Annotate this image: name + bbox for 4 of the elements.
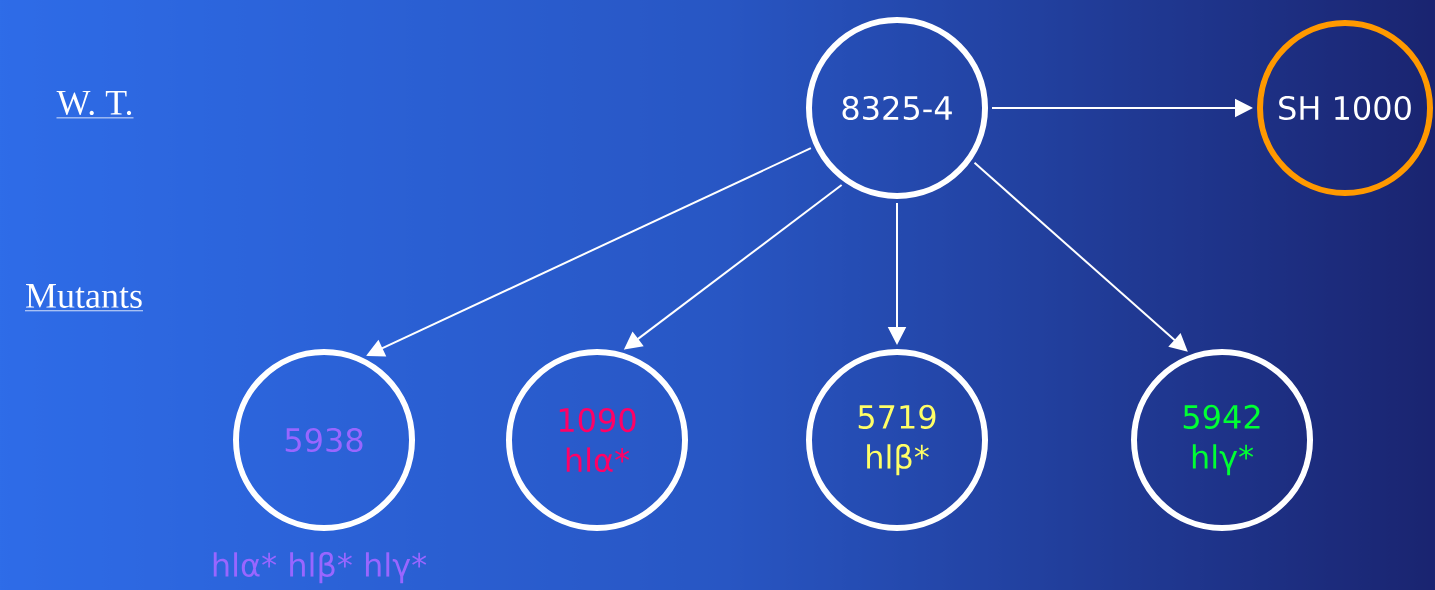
row-label: W. T. xyxy=(56,90,134,119)
arrow xyxy=(973,161,1188,352)
row-label: Mutants xyxy=(24,284,144,312)
genotype-label: hlα* hlβ* hlγ* xyxy=(213,552,427,584)
